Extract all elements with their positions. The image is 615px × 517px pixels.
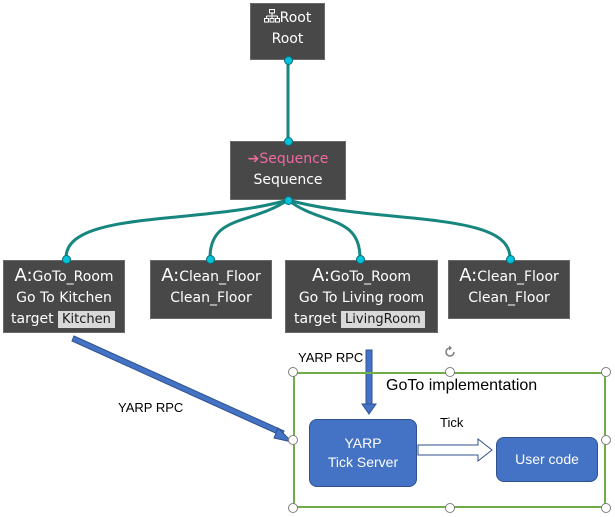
yarp-rpc-top-label: YARP RPC (298, 350, 364, 365)
resize-handle-top-left[interactable] (288, 367, 298, 377)
goto-kitchen-node[interactable]: A:GoTo_Room Go To Kitchen target Kitchen (3, 260, 125, 333)
root-type: Root (251, 8, 324, 29)
sequence-input-port[interactable] (284, 137, 293, 146)
root-output-port[interactable] (284, 56, 293, 65)
rpc-arrow-top-head (361, 403, 377, 415)
root-name: Root (271, 31, 304, 47)
resize-handle-middle-right[interactable] (601, 435, 611, 445)
edge-sequence-clean-floor-1 (208, 198, 289, 259)
goto-kitchen-type: A:GoTo_Room (14, 265, 114, 286)
goto-living-port-row: target LivingRoom (286, 309, 437, 330)
sequence-node[interactable]: ➔Sequence Sequence (230, 141, 346, 200)
goto-kitchen-name: Go To Kitchen (16, 290, 112, 306)
user-code-box[interactable]: User code (496, 437, 598, 482)
tick-arrow (417, 437, 493, 463)
edge-sequence-clean-floor-2 (287, 198, 512, 259)
clean-floor-2-node[interactable]: A:Clean_Floor Clean_Floor (448, 260, 570, 319)
goto-living-target-value[interactable]: LivingRoom (341, 311, 425, 328)
clean-floor-1-name: Clean_Floor (170, 290, 252, 306)
resize-handle-top-right[interactable] (601, 367, 611, 377)
tick-server-line2: Tick Server (327, 454, 399, 470)
resize-handle-bottom-right[interactable] (601, 503, 611, 513)
tree-structure-icon (263, 9, 280, 23)
tick-server-line1: YARP (344, 435, 382, 451)
goto-kitchen-target-value[interactable]: Kitchen (58, 311, 115, 328)
root-node[interactable]: Root Root (250, 3, 325, 60)
clean-floor-2-type: A:Clean_Floor (459, 265, 559, 286)
rotate-handle-icon[interactable] (443, 344, 457, 358)
yarp-tick-server-box[interactable]: YARP Tick Server (309, 419, 417, 487)
clean-floor-2-input-port[interactable] (506, 255, 515, 264)
goto-living-node[interactable]: A:GoTo_Room Go To Living room target Liv… (285, 260, 438, 333)
clean-floor-1-node[interactable]: A:Clean_Floor Clean_Floor (150, 260, 272, 319)
rpc-arrow-left (71, 335, 285, 437)
sequence-output-port[interactable] (284, 196, 293, 205)
goto-living-type: A:GoTo_Room (311, 265, 412, 286)
goto-implementation-title: GoTo implementation (386, 377, 538, 394)
resize-handle-bottom-left[interactable] (288, 503, 298, 513)
sequence-name: Sequence (253, 172, 323, 188)
clean-floor-2-name: Clean_Floor (468, 290, 550, 306)
edge-sequence-goto-kitchen (64, 198, 289, 259)
goto-kitchen-input-port[interactable] (62, 255, 71, 264)
resize-handle-middle-left[interactable] (288, 435, 298, 445)
resize-handle-bottom-center[interactable] (445, 503, 455, 513)
arrow-right-icon: ➔ (247, 151, 260, 167)
goto-living-input-port[interactable] (356, 255, 365, 264)
resize-handle-top-center[interactable] (445, 367, 455, 377)
goto-living-name: Go To Living room (298, 290, 425, 306)
goto-kitchen-port-row: target Kitchen (4, 309, 124, 330)
clean-floor-1-input-port[interactable] (206, 255, 215, 264)
tick-label: Tick (440, 415, 464, 430)
rpc-arrow-left-head (273, 427, 294, 443)
user-code-label: User code (515, 451, 579, 467)
clean-floor-1-type: A:Clean_Floor (161, 265, 261, 286)
yarp-rpc-left-label: YARP RPC (118, 400, 184, 415)
edge-sequence-goto-living (287, 198, 362, 259)
sequence-type: ➔Sequence (247, 151, 329, 167)
